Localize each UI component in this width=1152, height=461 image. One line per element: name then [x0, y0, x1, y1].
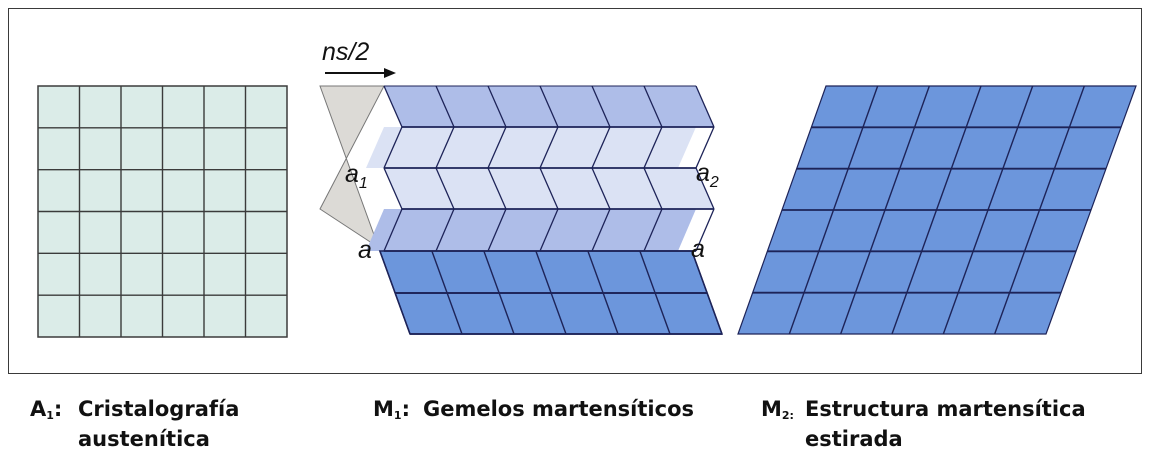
- cell-edge: [695, 126, 715, 169]
- cell-edge: [643, 126, 663, 169]
- cell-edge: [643, 167, 663, 210]
- caption-symbol: M2:: [761, 397, 794, 422]
- cell-edge: [487, 208, 507, 252]
- caption-line: Cristalografía: [78, 397, 240, 421]
- side-face: [319, 85, 386, 252]
- lattice-diagram: ns/2 a1 a2 a a: [37, 38, 1137, 338]
- caption-line: austenítica: [78, 427, 210, 451]
- cell-edge: [539, 85, 559, 128]
- caption-line: estirada: [805, 427, 903, 451]
- cell-edge: [383, 126, 403, 169]
- twinned-martensite: [319, 85, 724, 335]
- figure-frame: [8, 8, 1142, 374]
- shear-label: ns/2: [322, 38, 369, 66]
- cell-edge: [435, 126, 455, 169]
- label-a-right: a: [691, 235, 705, 263]
- cell-edge: [695, 85, 715, 128]
- cell-edge: [379, 250, 411, 335]
- cell-edge: [695, 167, 715, 210]
- cell-edge: [487, 167, 507, 210]
- cell-edge: [591, 85, 611, 128]
- cell-edge: [383, 208, 403, 252]
- twin-band: [366, 209, 696, 251]
- label-a-left: a: [358, 236, 372, 264]
- label-a1: a1: [345, 160, 368, 192]
- cell-edge: [539, 167, 559, 210]
- cell-edge: [695, 208, 715, 252]
- cell-edge: [539, 126, 559, 169]
- cell-edge: [435, 208, 455, 252]
- cell-edge: [591, 167, 611, 210]
- cell-edge: [591, 208, 611, 252]
- caption-line: Estructura martensítica: [805, 397, 1086, 421]
- cell-edge: [487, 126, 507, 169]
- austenite-lattice: [37, 85, 288, 338]
- shear-arrow: [325, 68, 396, 78]
- cell-edge: [435, 85, 455, 128]
- caption-symbol: A1:: [30, 397, 63, 422]
- cell-edge: [643, 85, 663, 128]
- cell-edge: [591, 126, 611, 169]
- stretched-martensite: [737, 85, 1137, 335]
- caption-symbol: M1:: [373, 397, 410, 422]
- cell-edge: [643, 208, 663, 252]
- cell-edge: [487, 85, 507, 128]
- cell-edge: [383, 85, 403, 128]
- label-a2: a2: [696, 159, 719, 191]
- cell-edge: [539, 208, 559, 252]
- twin-band: [366, 127, 696, 168]
- cell-edge: [383, 167, 403, 210]
- caption-line: Gemelos martensíticos: [423, 397, 694, 421]
- cell-edge: [435, 167, 455, 210]
